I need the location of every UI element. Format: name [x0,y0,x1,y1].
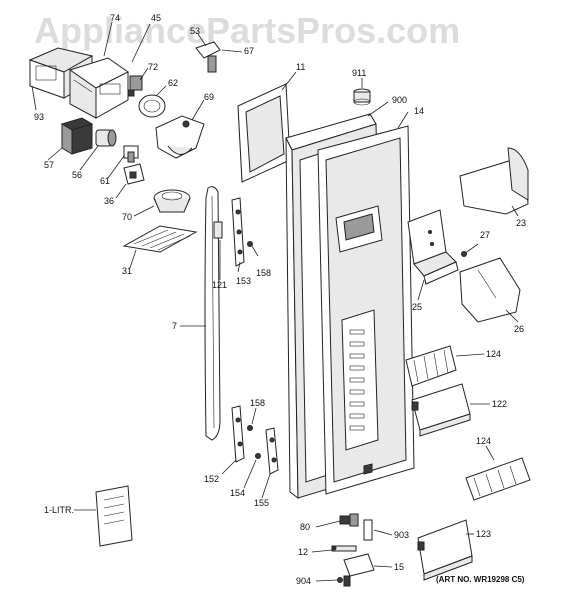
cover-23 [459,147,529,215]
cover-26 [459,257,521,323]
part-label-153: 153 [236,276,252,286]
part-label-45: 45 [151,13,162,23]
part-label-57: 57 [44,160,55,170]
part-label-1-litr: 1-LITR. [44,505,75,515]
wire-shelf-124-top [405,345,457,387]
switch-part-72 [127,75,143,97]
wire-shelf-124-bottom [465,457,531,501]
module-57 [60,117,94,155]
part-label-72: 72 [148,62,159,72]
part-label-11: 11 [296,62,306,72]
part-label-93: 93 [34,112,45,122]
screw-158-bottom [247,425,253,431]
dispenser-housing [68,57,129,119]
motor-bracket-69 [155,115,205,159]
part-label-158-top: 158 [256,268,272,278]
part-label-903: 903 [394,530,410,540]
part-label-911: 911 [352,68,367,78]
solenoid-56 [95,129,117,147]
part-label-27: 27 [480,230,491,240]
leader-lines [31,21,519,582]
switch-61 [123,145,139,163]
grille-31 [122,225,198,253]
part-label-122: 122 [492,399,508,409]
part-label-62: 62 [168,78,179,88]
bracket-153 [231,197,245,267]
part-label-155: 155 [254,498,270,508]
liner-rail-slots [349,329,365,431]
screw-904 [337,577,343,583]
part-label-31: 31 [122,266,133,276]
valve-80 [339,513,359,527]
part-label-26: 26 [514,324,525,334]
switch-36 [123,163,145,185]
part-label-152: 152 [204,474,220,484]
handle-mount-121 [213,221,223,239]
clip-part-53-67 [195,41,221,73]
dispenser-cover-11 [237,83,291,183]
part-label-61: 61 [100,176,111,186]
part-label-69: 69 [204,92,215,102]
art-number: (ART NO. WR19298 C5) [436,575,525,584]
door-handle-7 [204,186,221,441]
watermark-text: AppliancePartsPros.com [34,10,461,51]
bracket-155 [265,427,279,475]
part-label-123: 123 [476,529,492,539]
part-903 [363,519,373,541]
manual-1-litr [95,485,133,547]
part-label-154: 154 [230,488,246,498]
part-label-124-bottom: 124 [476,436,492,446]
door-liner-14 [317,125,415,495]
part-label-904: 904 [296,576,312,586]
bracket-15 [343,553,375,587]
screw-154 [255,453,261,459]
bracket-152 [231,405,245,463]
part-label-36: 36 [104,196,115,206]
part-label-80: 80 [300,522,311,532]
part-label-67: 67 [244,46,255,56]
part-label-7: 7 [172,321,178,331]
part-label-121: 121 [212,280,228,290]
part-label-53: 53 [190,26,201,36]
part-label-56: 56 [72,170,83,180]
bin-123 [417,519,473,581]
bin-25 [407,209,459,285]
part-label-74: 74 [110,13,121,23]
part-label-158-bottom: 158 [250,398,266,408]
part-label-12: 12 [298,547,309,557]
cap-911 [353,88,371,106]
part-label-23: 23 [516,218,527,228]
part-label-900: 900 [392,95,408,105]
part-label-124-top: 124 [486,349,502,359]
screw-158-top [247,241,259,257]
bin-122 [411,383,471,437]
part-label-25: 25 [412,302,423,312]
funnel-70 [153,189,191,213]
gasket-ring-62 [138,94,166,118]
screw-27 [461,243,479,257]
part-label-14: 14 [414,106,425,116]
part-label-70: 70 [122,212,133,222]
part-12 [331,545,357,552]
part-label-15: 15 [394,562,405,572]
